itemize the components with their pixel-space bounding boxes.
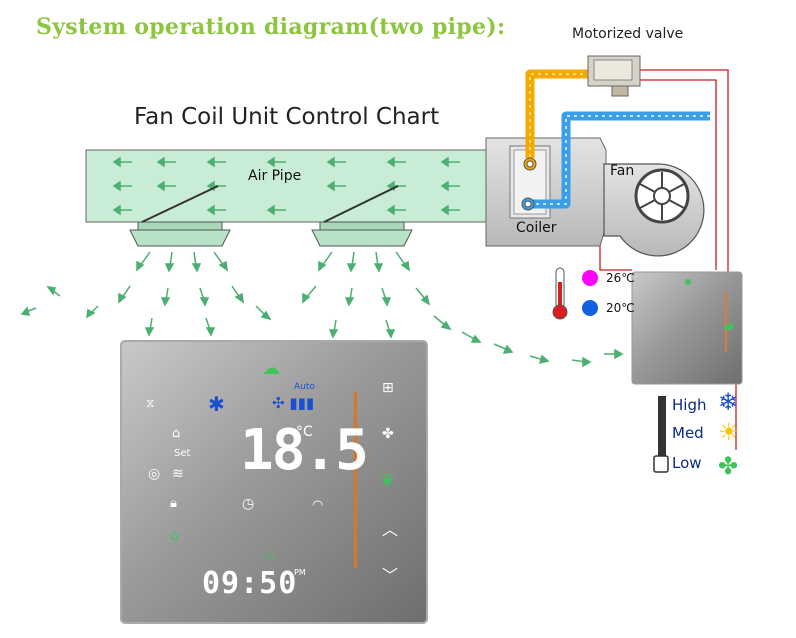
fan-blower: [603, 163, 705, 257]
small-thermostat: [631, 271, 743, 385]
motorized-valve: [587, 55, 641, 97]
clock-readout: 09:50: [202, 566, 298, 601]
room-airflow-arrows: [20, 251, 624, 368]
speed-switch: [653, 396, 669, 473]
cloud-icon: ☁: [262, 358, 280, 379]
speed-low-label: Low: [672, 454, 702, 472]
large-thermostat: [120, 340, 428, 624]
fan-icon: ✤: [718, 452, 739, 480]
fan-speed-icon: ✣ ▮▮▮: [272, 394, 315, 412]
mode-auto-label: Auto: [294, 382, 315, 392]
speed-med-label: Med: [672, 424, 704, 442]
grid-menu-icon: ⊞: [382, 380, 394, 396]
set-label: Set: [174, 448, 191, 459]
temp-legend-hot: 26℃: [582, 270, 635, 286]
cold-dot: [582, 300, 598, 316]
coiler-label: Coiler: [516, 220, 557, 236]
thermometer-icon: [552, 267, 568, 320]
battery-icon: ▭: [264, 548, 276, 562]
home-icon: ⌂: [172, 426, 181, 441]
up-arrow-icon: ︿: [382, 520, 399, 539]
timer-icon: ◷: [242, 496, 255, 512]
fan-label: Fan: [610, 163, 635, 179]
diffuser-left: [129, 185, 231, 247]
speed-high-label: High: [672, 396, 707, 414]
lock-icon: 🔒︎: [170, 496, 177, 511]
home-green-icon: ⌂: [170, 528, 179, 544]
air-duct: [85, 149, 487, 223]
hot-temp-label: 26℃: [606, 271, 635, 285]
air-pipe-label: Air Pipe: [248, 168, 302, 184]
heating-icon: ≋: [172, 466, 184, 482]
hot-water-pipe: [523, 69, 590, 171]
hot-dot: [582, 270, 598, 286]
valve-mode-icon: ⧖: [146, 396, 155, 410]
wifi-icon: ◠: [312, 498, 324, 513]
fan-button-icon: ✤: [382, 426, 394, 442]
eco-leaf-icon: ❦: [380, 470, 396, 491]
temperature-readout: 18.5: [240, 418, 369, 483]
chart-title: Fan Coil Unit Control Chart: [134, 104, 440, 130]
temperature-unit: °C: [296, 424, 313, 440]
power-mode-icon: ◎: [148, 466, 161, 482]
motorized-valve-label: Motorized valve: [572, 26, 684, 42]
diffuser-right: [311, 185, 413, 247]
sun-icon: ☀: [718, 418, 740, 446]
cold-temp-label: 20℃: [606, 301, 635, 315]
clock-suffix: PM: [294, 568, 306, 577]
down-arrow-icon: ﹀: [382, 566, 399, 585]
cold-water-pipe: [521, 111, 710, 211]
snowflake-mode-icon: ✱: [208, 392, 225, 416]
temp-legend-cold: 20℃: [582, 300, 635, 316]
diagram-heading: System operation diagram(two pipe):: [36, 14, 506, 40]
snowflake-icon: ❄: [718, 388, 739, 416]
